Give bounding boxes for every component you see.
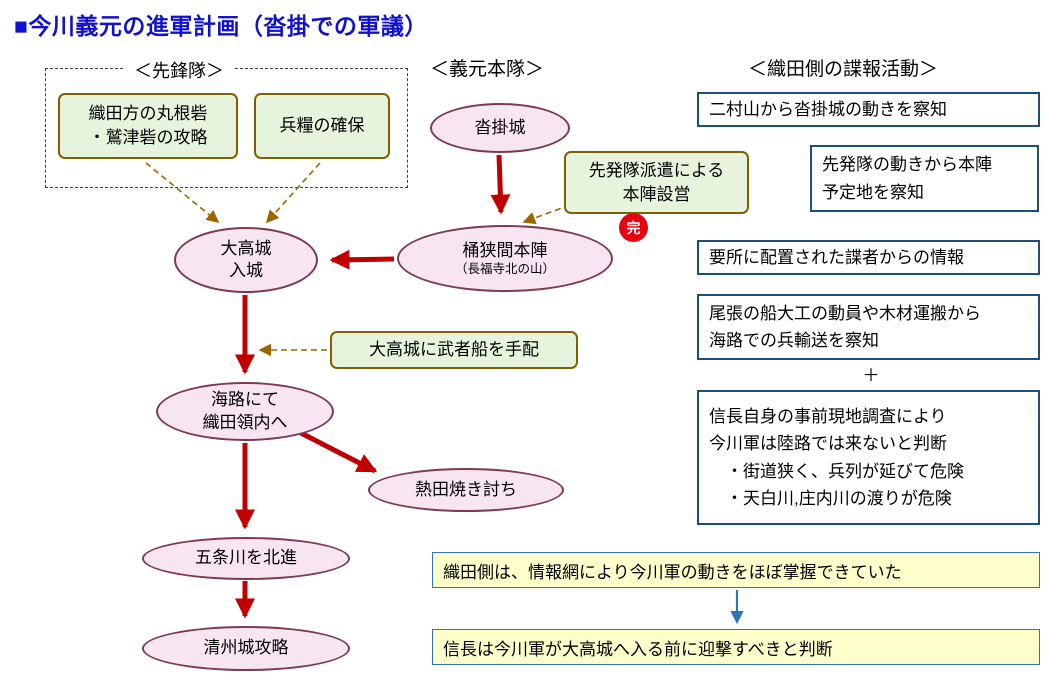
done-badge: 完 — [619, 213, 648, 242]
intel-item-nobunaga-survey: 信長自身の事前現地調査により 今川軍は陸路では来ないと判断 ・街道狭く、兵列が延… — [697, 390, 1040, 525]
intel-item-advance-party: 先発隊の動きから本陣 予定地を察知 — [810, 145, 1039, 212]
plus-sign: ＋ — [862, 366, 880, 385]
okehazama-camp-label: 桶狭間本陣 — [462, 240, 548, 260]
node-odaka-castle: 大高城 入城 — [174, 227, 318, 293]
intel-item-futamurayama: 二村山から沓掛城の動きを察知 — [697, 92, 1040, 127]
task-fort-attack: 織田方の丸根砦 ・鷲津砦の攻略 — [58, 93, 238, 159]
intel-item-spies: 要所に配置された諜者からの情報 — [697, 240, 1040, 275]
arrow-searoute-to-atsuta — [295, 428, 378, 474]
node-atsuta-raid: 熱田焼き討ち — [368, 468, 564, 512]
node-sea-route: 海路にて 織田領内へ — [156, 382, 334, 441]
task-warship-order: 大高城に武者船を手配 — [330, 331, 578, 369]
node-kiyosu-castle: 清州城攻略 — [142, 626, 350, 671]
task-provisions: 兵糧の確保 — [254, 93, 390, 159]
arrow-kutsukake-to-okehazama — [490, 154, 511, 215]
vanguard-header: ＜先鋒隊＞ — [124, 57, 234, 83]
okehazama-camp-note: （長福寺北の山） — [454, 262, 555, 277]
node-kutsukake-castle: 沓掛城 — [430, 103, 570, 153]
conclusion-decision: 信長は今川軍が大高城へ入る前に迎撃すべきと判断 — [432, 629, 1040, 665]
oda-intel-header: ＜織田側の諜報活動＞ — [748, 59, 939, 80]
main-force-header: ＜義元本隊＞ — [430, 59, 545, 80]
task-advance-party: 先発隊派遣による 本陣設営 — [564, 151, 749, 214]
page-title: ■今川義元の進軍計画（沓掛での軍議） — [14, 13, 428, 39]
conclusion-summary: 織田側は、情報網により今川軍の動きをほぼ掌握できていた — [432, 552, 1040, 588]
intel-item-shipwrights: 尾張の船大工の動員や木材運搬から 海路での兵輸送を察知 — [697, 294, 1040, 360]
arrow-okehazama-to-odaka — [329, 249, 395, 270]
node-gojo-river: 五条川を北進 — [142, 537, 350, 580]
node-okehazama-camp: 桶狭間本陣 （長福寺北の山） — [397, 225, 613, 292]
